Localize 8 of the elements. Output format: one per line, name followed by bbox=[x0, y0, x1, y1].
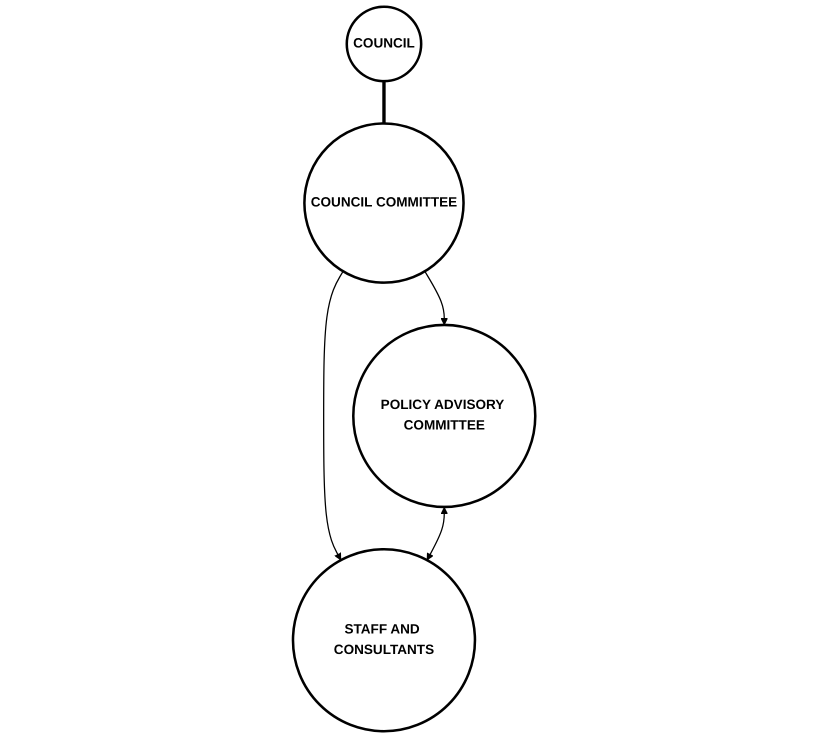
arrow bbox=[426, 506, 448, 560]
node-circle: STAFF AND CONSULTANTS bbox=[292, 548, 476, 732]
node-circle: COUNCIL COMMITTEE bbox=[303, 122, 465, 284]
node-circle: POLICY ADVISORY COMMITTEE bbox=[352, 324, 536, 508]
arrow bbox=[424, 271, 448, 326]
connector bbox=[382, 81, 386, 124]
node-circle: COUNCIL bbox=[345, 6, 422, 82]
arrow bbox=[322, 271, 344, 560]
